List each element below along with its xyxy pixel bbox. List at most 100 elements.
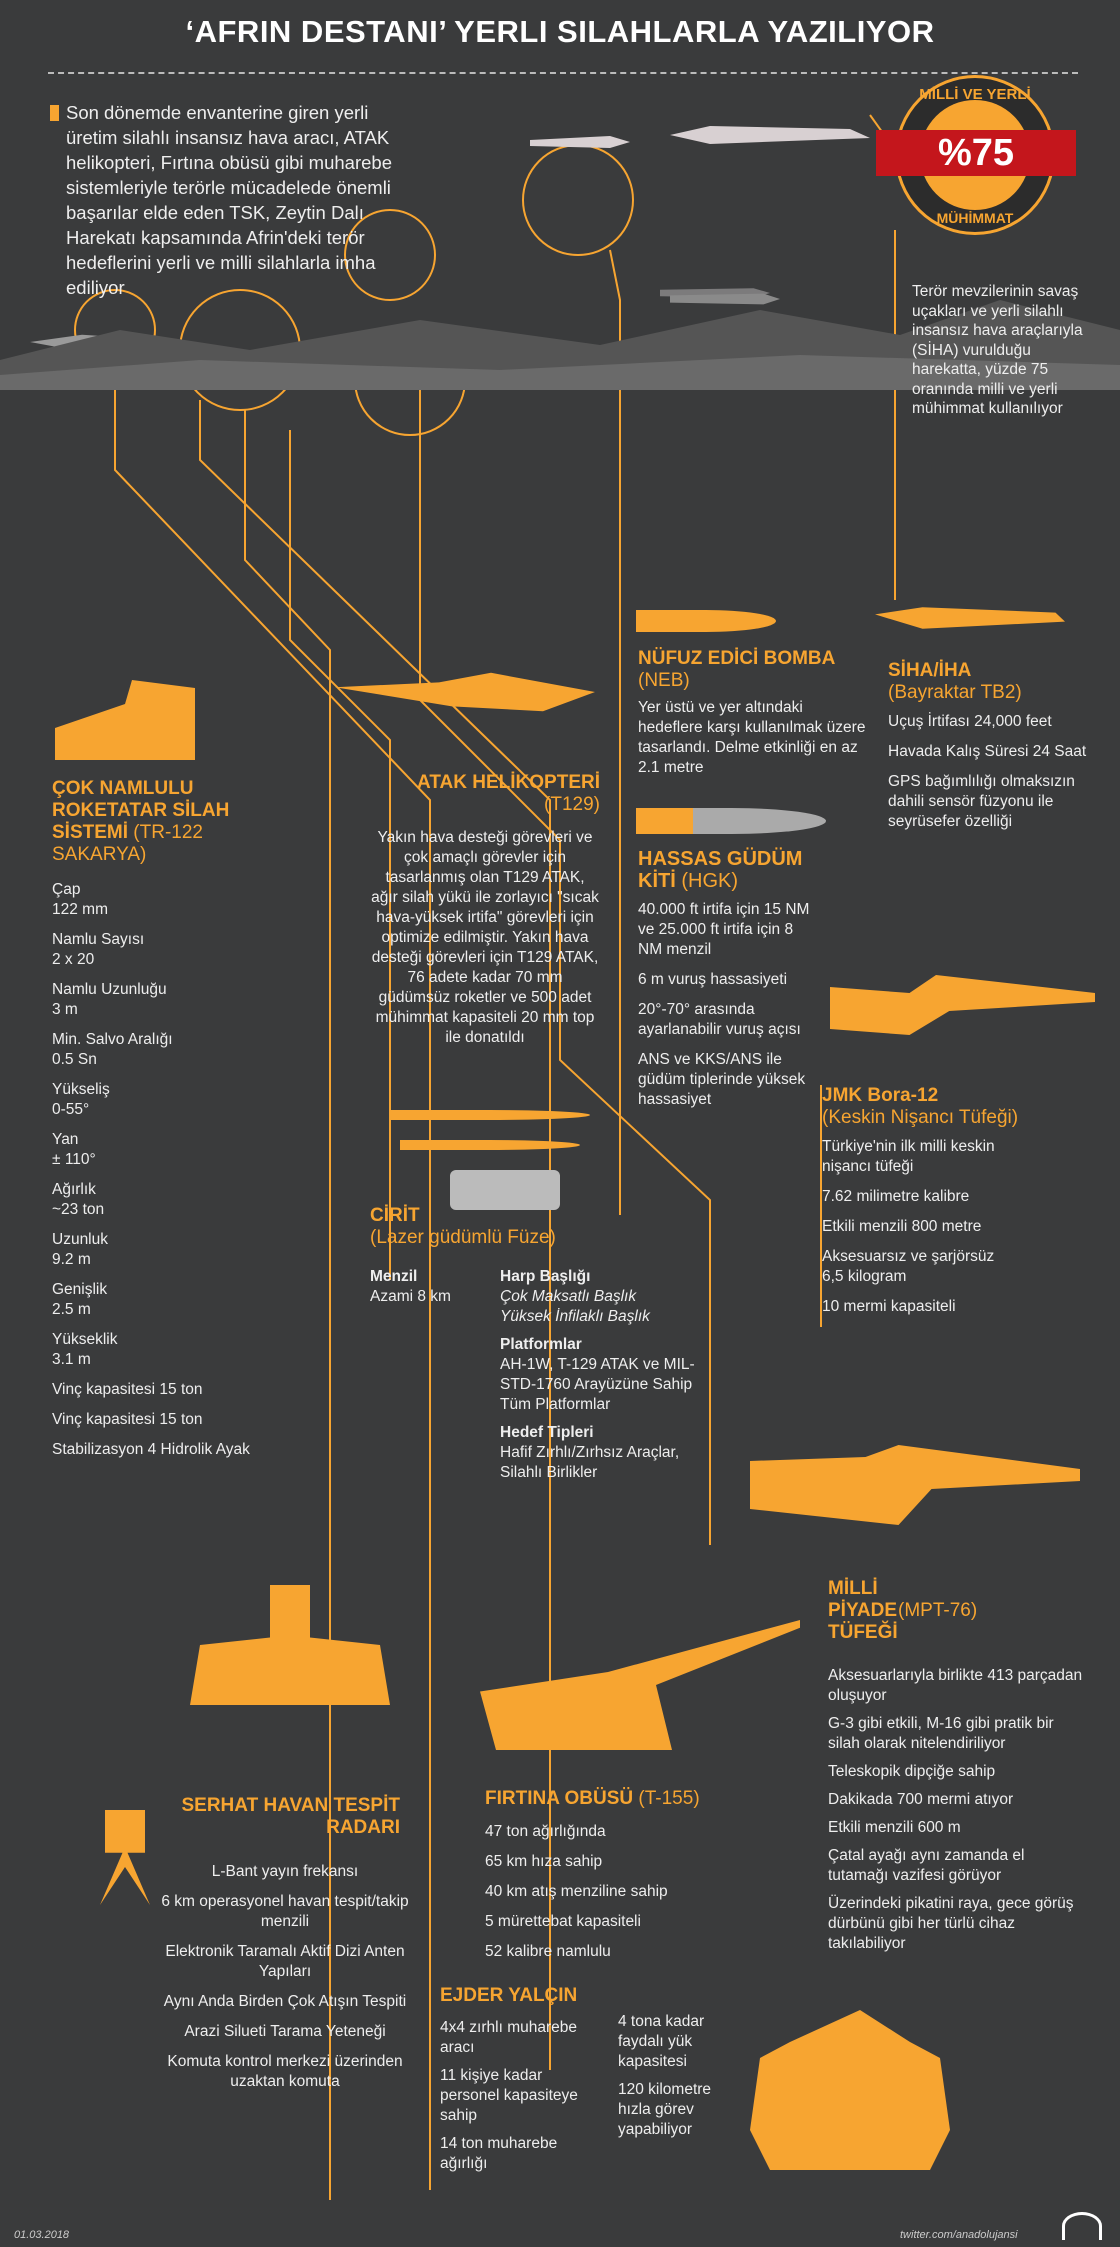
- mpt-item: Teleskopik dipçiğe sahip: [828, 1763, 996, 1780]
- ejder-title: EJDER YALÇIN: [440, 1985, 577, 2007]
- tr122-spec: Uzunluk 9.2 m: [52, 1230, 252, 1270]
- hgk-item: ANS ve KKS/ANS ile güdüm tiplerinde yüks…: [638, 1051, 806, 1108]
- tr122-spec: Ağırlık~23 ton: [52, 1180, 252, 1220]
- firtina-item: 65 km hıza sahip: [485, 1853, 603, 1870]
- tr122-extra: Vinç kapasitesi 15 ton: [52, 1411, 203, 1428]
- hgk-item: 40.000 ft irtifa için 15 NM ve 25.000 ft…: [638, 901, 810, 958]
- tr122-extra: Stabilizasyon 4 Hidrolik Ayak: [52, 1441, 250, 1458]
- spec-value: 2 x 20: [52, 951, 95, 968]
- tr122-title: ÇOK NAMLULU ROKETATAR SİLAH SİSTEMİ: [52, 778, 230, 843]
- spec-label: Genişlik: [52, 1281, 108, 1298]
- jmk-section: JMK Bora-12 (Keskin Nişancı Tüfeği) Türk…: [820, 1085, 1020, 1327]
- page-title: ‘AFRIN DESTANI’ YERLI SILAHLARLA YAZILIY…: [185, 14, 935, 49]
- mpt-item: Aksesuarlarıyla birlikte 413 parçadan ol…: [828, 1667, 1083, 1704]
- spec-label: Yükseliş: [52, 1081, 110, 1098]
- cirit-missile-icon: [390, 1110, 590, 1120]
- jmk-item: Türkiye'nin ilk milli keskin nişancı tüf…: [822, 1138, 995, 1175]
- atak-section: ATAK HELİKOPTERİ (T129) Yakın hava deste…: [370, 772, 600, 1048]
- serhat-item: L-Bant yayın frekansı: [211, 1863, 359, 1880]
- tr122-spec: Genişlik 2.5 m: [52, 1280, 252, 1320]
- spec-value: 9.2 m: [52, 1251, 91, 1268]
- siha-title: SİHA/İHA: [888, 660, 972, 681]
- spec-value: 122 mm: [52, 901, 108, 918]
- platforms-value: AH-1W, T-129 ATAK ve MIL-STD-1760 Arayüz…: [500, 1356, 695, 1413]
- siha-subtitle: (Bayraktar TB2): [888, 682, 1022, 703]
- aa-logo: [1062, 2212, 1102, 2240]
- neb-subtitle: (NEB): [638, 670, 690, 691]
- hgk-title: HASSAS GÜDÜM KİTİ: [638, 848, 803, 892]
- atak-title: ATAK HELİKOPTERİ: [417, 772, 600, 793]
- tr122-spec: Çap 122 mm: [52, 880, 252, 920]
- spec-value: 2.5 m: [52, 1301, 91, 1318]
- bomb-icon: [636, 610, 776, 632]
- spec-label: Min. Salvo Aralığı: [52, 1031, 173, 1048]
- badge-top-text: MİLLİ VE YERLİ: [919, 86, 1031, 103]
- cirit-missile-icon: [400, 1140, 580, 1150]
- tr122-section: ÇOK NAMLULU ROKETATAR SİLAH SİSTEMİ (TR-…: [52, 778, 252, 1470]
- neb-section: NÜFUZ EDİCİ BOMBA (NEB) Yer üstü ve yer …: [638, 648, 868, 778]
- serhat-item: Elektronik Taramalı Aktif Dizi Anten Yap…: [165, 1943, 405, 1980]
- mpt-title: MİLLİ PİYADE TÜFEĞİ: [828, 1578, 898, 1643]
- siha-item: Havada Kalış Süresi 24 Saat: [888, 743, 1087, 760]
- range-value: Azami 8 km: [370, 1288, 451, 1305]
- platforms-label: Platformlar: [500, 1336, 582, 1353]
- jmk-subtitle: (Keskin Nişancı Tüfeği): [822, 1107, 1019, 1128]
- jmk-item: 10 mermi kapasiteli: [822, 1298, 956, 1315]
- mpt-item: Etkili menzili 600 m: [828, 1819, 961, 1836]
- intro-text: Son dönemde envanterine giren yerli üret…: [50, 100, 406, 300]
- siha-section: SİHA/İHA (Bayraktar TB2) Uçuş İrtifası 2…: [888, 660, 1098, 842]
- guided-bomb-icon: [636, 808, 826, 834]
- jmk-item: 7.62 milimetre kalibre: [822, 1188, 970, 1205]
- cirit-title: CİRİT: [370, 1205, 420, 1226]
- mpt-item: Dakikada 700 mermi atıyor: [828, 1791, 1014, 1808]
- ejder-item: 11 kişiye kadar personel kapasiteye sahi…: [440, 2067, 578, 2124]
- hgk-item: 20°-70° arasında ayarlanabilir vuruş açı…: [638, 1001, 801, 1038]
- mpt-item: Çatal ayağı aynı zamanda el tutamağı vaz…: [828, 1847, 1025, 1884]
- jmk-item: Aksesuarsız ve şarjörsüz 6,5 kilogram: [822, 1248, 995, 1285]
- ejder-title-text: EJDER YALÇIN: [440, 1985, 578, 2006]
- range-label: Menzil: [370, 1268, 418, 1285]
- neb-title: NÜFUZ EDİCİ BOMBA: [638, 648, 835, 669]
- fighter-jet-icon: [670, 293, 780, 305]
- tr122-subtitle: (TR-122 SAKARYA): [52, 822, 203, 865]
- twitter-link[interactable]: twitter.com/anadolujansi: [900, 2229, 1018, 2241]
- targets-label: Hedef Tipleri: [500, 1424, 594, 1441]
- divider: [48, 72, 1078, 74]
- spec-value: ~23 ton: [52, 1201, 105, 1218]
- hgk-item: 6 m vuruş hassasiyeti: [638, 971, 788, 988]
- warhead-value: Yüksek İnfilaklı Başlık: [500, 1308, 650, 1325]
- badge-bottom-text: MÜHİMMAT: [936, 210, 1014, 226]
- missile-pod-icon: [450, 1170, 560, 1210]
- serhat-item: Komuta kontrol merkezi üzerinden uzaktan…: [167, 2053, 403, 2090]
- serhat-title: SERHAT HAVAN TESPİT RADARI: [181, 1795, 400, 1838]
- neb-text: Yer üstü ve yer altındaki hedeflere karş…: [638, 699, 866, 776]
- ejder-item: 14 ton muharebe ağırlığı: [440, 2135, 558, 2172]
- spec-value: ± 110°: [52, 1151, 96, 1168]
- ejder-item: 4 tona kadar faydalı yük kapasitesi: [618, 2013, 705, 2070]
- fighter-jet-icon: [660, 288, 770, 298]
- spec-label: Namlu Uzunluğu: [52, 981, 167, 998]
- intro-paragraph: Son dönemde envanterine giren yerli üret…: [66, 102, 392, 298]
- tr122-extra: Vinç kapasitesi 15 ton: [52, 1381, 203, 1398]
- spec-label: Yükseklik: [52, 1331, 118, 1348]
- jmk-title: JMK Bora-12: [822, 1085, 939, 1106]
- mountain-landscape: [0, 300, 1120, 390]
- drone-icon: [875, 607, 1065, 629]
- firtina-subtitle: (T-155): [638, 1788, 700, 1809]
- cirit-subtitle: (Lazer güdümlü Füze): [370, 1227, 556, 1248]
- siha-item: GPS bağımlılığı olmaksızın dahili sensör…: [888, 773, 1075, 830]
- mpt-subtitle: (MPT-76): [898, 1600, 978, 1621]
- spec-label: Çap: [52, 881, 81, 898]
- spec-label: Uzunluk: [52, 1231, 108, 1248]
- drone-tb2-icon: [670, 126, 870, 144]
- mpt-section: MİLLİ PİYADE TÜFEĞİ (MPT-76) Aksesuarlar…: [828, 1578, 1088, 1962]
